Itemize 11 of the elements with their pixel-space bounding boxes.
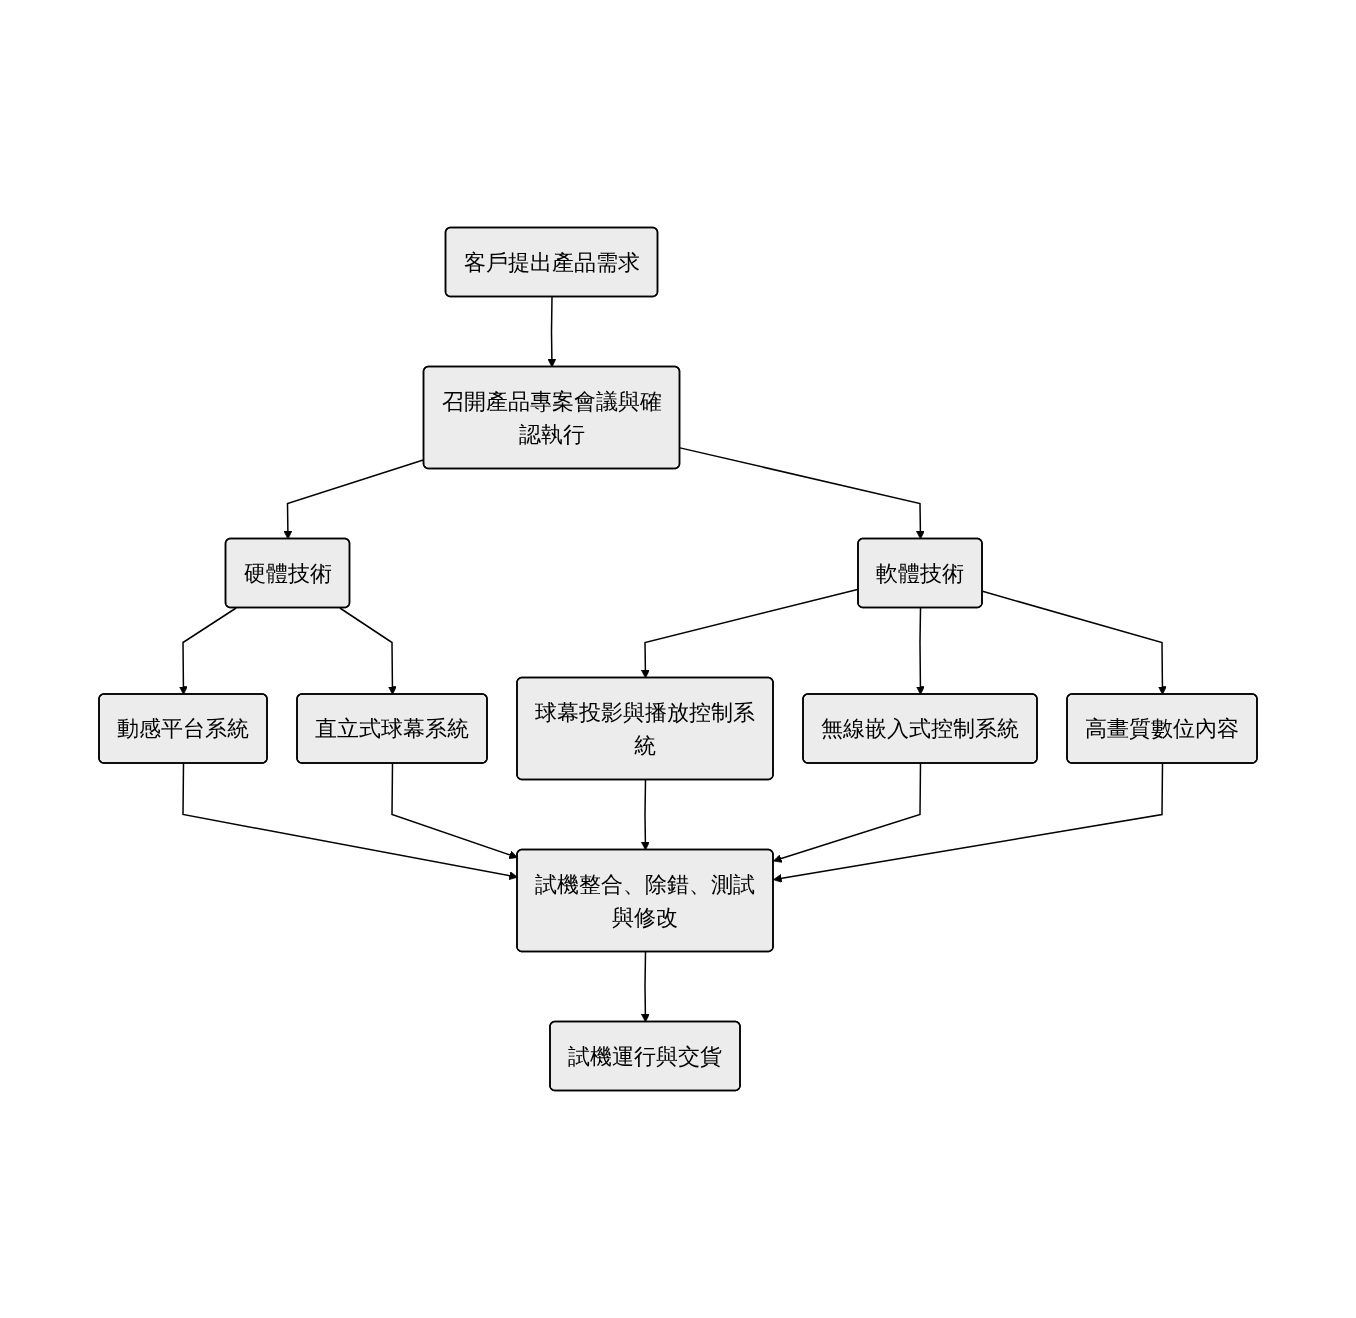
arrow	[773, 762, 922, 863]
arrow	[679, 447, 925, 540]
arrow	[547, 296, 557, 368]
arrow	[182, 762, 518, 881]
arrow	[916, 607, 925, 695]
arrow	[773, 762, 1164, 883]
arrow	[339, 607, 397, 695]
arrow	[641, 779, 650, 851]
arrow	[641, 951, 650, 1023]
arrow	[179, 607, 237, 695]
arrow	[391, 762, 518, 860]
